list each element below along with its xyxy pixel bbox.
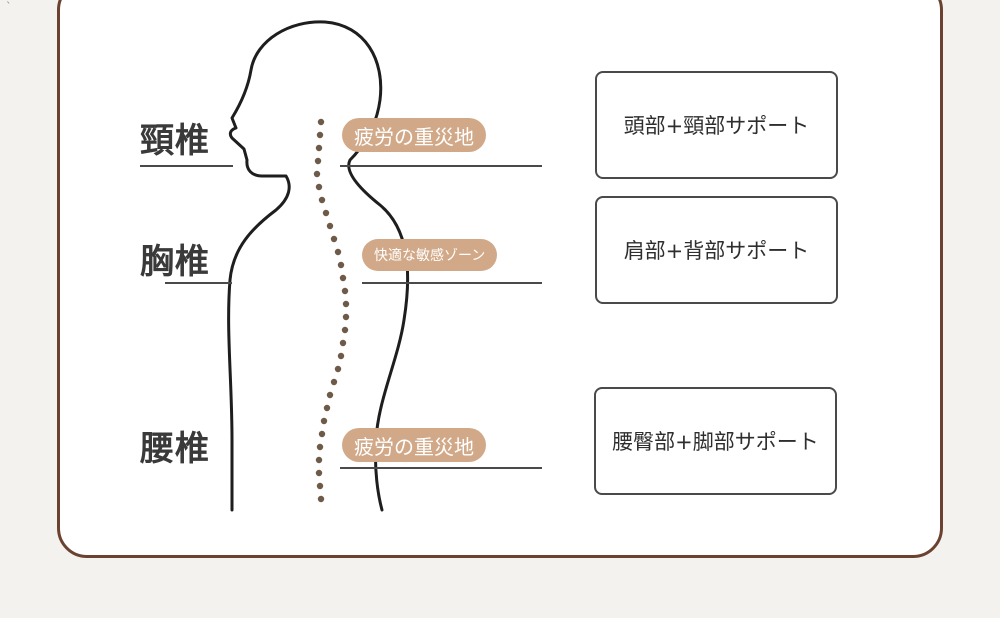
- connector-lines: [140, 165, 542, 469]
- support-shoulder-back: 肩部+背部サポート: [595, 196, 838, 304]
- label-cervical: 頸椎: [140, 121, 210, 161]
- tag-lumbar: 疲労の重災地: [342, 428, 486, 462]
- tag-cervical: 疲労の重災地: [342, 118, 486, 152]
- support-waist-hip-leg: 腰臀部+脚部サポート: [594, 387, 837, 495]
- label-lumbar: 腰椎: [140, 429, 210, 469]
- support-head-neck: 頭部+頸部サポート: [595, 71, 838, 179]
- tag-thoracic: 快適な敏感ゾーン: [362, 239, 498, 271]
- label-thoracic: 胸椎: [140, 242, 210, 282]
- body-silhouette: [227, 20, 410, 512]
- spine-dots: [313, 118, 350, 503]
- corner-mark: `: [6, 0, 12, 13]
